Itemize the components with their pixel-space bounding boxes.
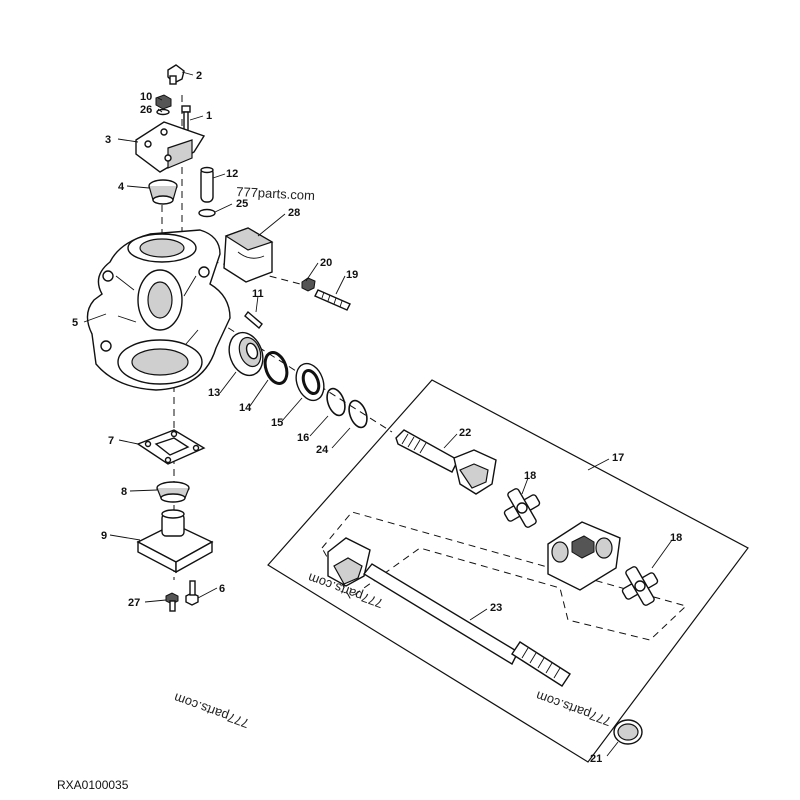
callout-18-upper: 18 [524,470,536,482]
kit-boundary-17 [267,379,749,763]
lower-bearing-part [156,481,190,503]
bolt-6-part [185,580,199,606]
end-cap-part [613,719,643,745]
callout-9: 9 [101,530,107,542]
callout-1: 1 [206,110,212,122]
callout-17: 17 [612,452,624,464]
o-ring-part [198,208,216,218]
callout-8: 8 [121,486,127,498]
wedge-block-part [223,227,274,283]
callout-7: 7 [108,435,114,447]
coupling-yoke-part [547,521,621,591]
grease-fitting-part [167,64,185,85]
callout-20: 20 [320,257,332,269]
inner-shaft-part [395,429,497,495]
callout-13: 13 [208,387,220,399]
callout-10: 10 [140,91,152,103]
callout-21: 21 [590,753,602,765]
lower-flange-part [136,509,214,574]
callout-27: 27 [128,597,140,609]
watermark: 777parts.com [534,688,613,729]
callout-labels: 2 10 26 1 3 4 12 25 28 20 19 11 5 13 14 … [72,70,682,765]
callout-3: 3 [105,134,111,146]
seal-part [295,362,325,402]
small-bolt-part [244,310,263,330]
gasket-part [136,429,206,465]
u-joint-cross-lower-part [621,566,659,606]
watermark: 777parts.com [236,184,315,203]
leader-lines [83,71,673,757]
u-joint-cross-upper-part [503,488,541,528]
pin-part [200,166,214,203]
large-bearing-part [228,331,264,377]
callout-19: 19 [346,269,358,281]
callout-12: 12 [226,168,238,180]
callout-16: 16 [297,432,309,444]
bolt-27-part [165,592,179,612]
callout-22: 22 [459,427,471,439]
callout-5: 5 [72,317,78,329]
callout-6: 6 [219,583,225,595]
snap-ring-part [263,351,289,385]
top-cap-plate-part [135,121,206,173]
callout-28: 28 [288,207,300,219]
callout-4: 4 [118,181,125,193]
callout-23: 23 [490,602,502,614]
callout-24: 24 [316,444,329,456]
set-screw-part [301,277,351,311]
ring-16-part [326,387,346,417]
callout-26: 26 [140,104,152,116]
callout-11: 11 [252,288,264,300]
outer-shaft-part [327,537,571,687]
ring-24-part [348,399,368,429]
callout-25: 25 [236,198,248,210]
diagram-reference-code: RXA0100035 [57,778,129,792]
watermark: 777parts.com [172,690,251,731]
upper-bearing-part [148,179,178,205]
callout-18-lower: 18 [670,532,682,544]
callout-2: 2 [196,70,202,82]
callout-14: 14 [239,402,252,414]
axle-housing-part [86,229,231,391]
callout-15: 15 [271,417,283,429]
